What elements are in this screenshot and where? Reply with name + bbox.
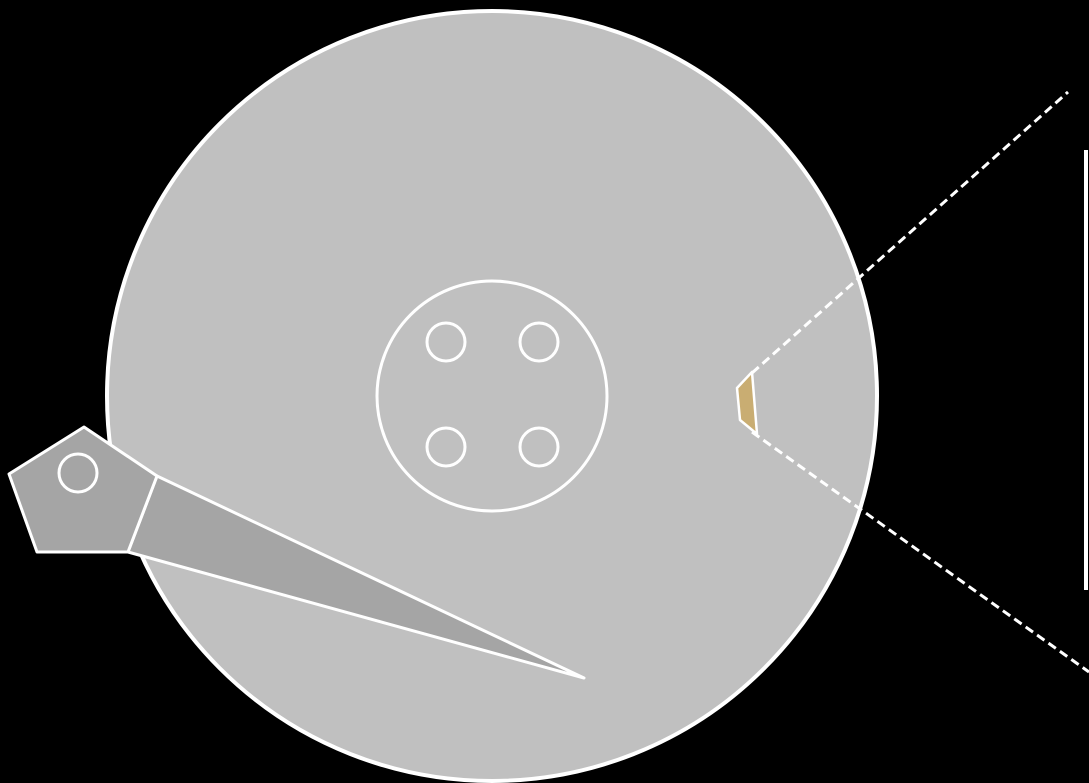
- spindle-hub: [377, 281, 607, 511]
- spindle-hub-icon: [377, 281, 607, 511]
- arm-pivot-icon: [59, 454, 97, 492]
